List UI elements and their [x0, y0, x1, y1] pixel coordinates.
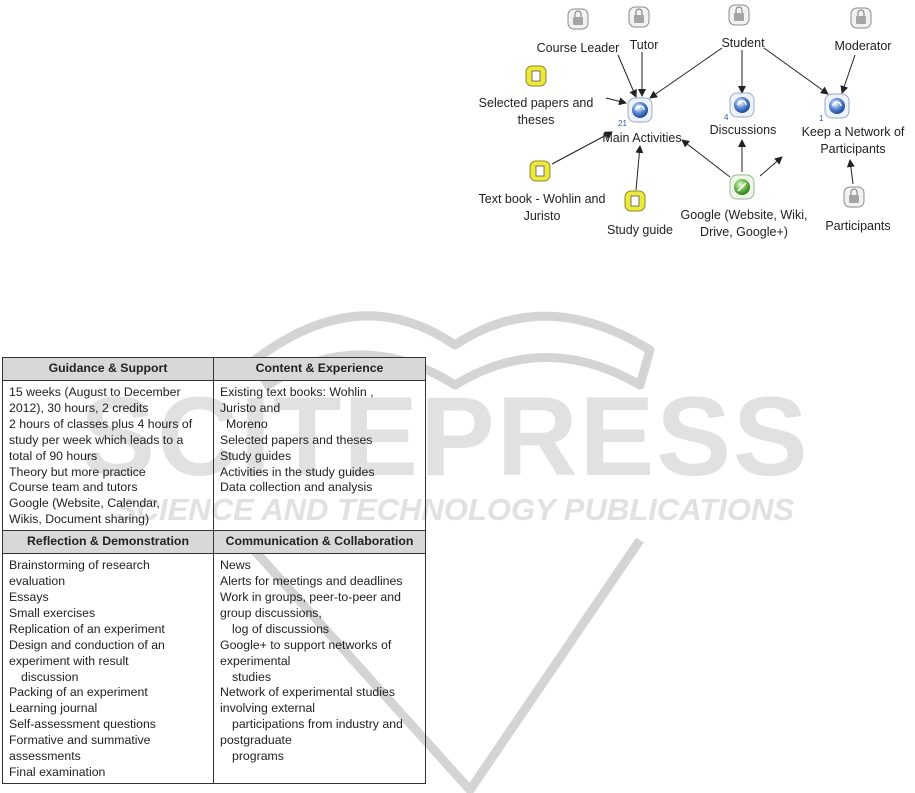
- resource-study-guide-icon: [624, 190, 646, 212]
- edge-course-leader-main: [617, 54, 637, 98]
- list-item: study per week which leads to a: [9, 432, 184, 447]
- list-item: Data collection and analysis: [220, 480, 373, 495]
- list-item: Work in groups, peer-to-peer and: [220, 589, 401, 604]
- list-item: Brainstorming of research: [9, 558, 150, 573]
- table-row: Brainstorming of research evaluation Ess…: [2, 553, 426, 784]
- label-study-guide: Study guide: [607, 223, 673, 237]
- list-item: Essays: [9, 589, 49, 604]
- label-discussions: Discussions: [710, 123, 777, 137]
- edge-studyguide-main: [635, 145, 644, 191]
- activity-main-icon: [627, 97, 653, 123]
- list-item: programs: [232, 749, 284, 764]
- list-item: Self-assessment questions: [9, 717, 156, 732]
- edge-participants-network: [846, 159, 855, 185]
- list-item: News: [220, 558, 251, 573]
- list-item: Google (Website, Calendar,: [9, 496, 160, 511]
- edge-google-main: [681, 139, 731, 178]
- role-participants-icon: [843, 186, 865, 208]
- list-item: Theory but more practice: [9, 464, 146, 479]
- diagram-edges: [551, 47, 856, 191]
- list-item: Alerts for meetings and deadlines: [220, 574, 403, 589]
- list-item: assessments: [9, 749, 81, 764]
- list-item: Packing of an experiment: [9, 685, 148, 700]
- label-keep-network-line1: Keep a Network of: [802, 125, 905, 139]
- cell-guidance-support: 15 weeks (August to December 2012), 30 h…: [2, 379, 214, 532]
- label-google-line1: Google (Website, Wiki,: [681, 208, 808, 222]
- cell-content-experience: Existing text books: Wohlin , Juristo an…: [213, 379, 426, 532]
- list-item: Course team and tutors: [9, 480, 138, 495]
- label-moderator: Moderator: [835, 39, 892, 53]
- header-communication-collaboration: Communication & Collaboration: [213, 530, 426, 555]
- edge-moderator-network: [840, 54, 856, 94]
- list-item: total of 90 hours: [9, 448, 98, 463]
- list-item: studies: [232, 669, 271, 684]
- label-tutor: Tutor: [630, 38, 659, 52]
- label-keep-network-line2: Participants: [820, 142, 885, 156]
- header-reflection-demonstration: Reflection & Demonstration: [2, 530, 214, 555]
- header-guidance-support: Guidance & Support: [2, 357, 214, 381]
- list-item: Small exercises: [9, 605, 96, 620]
- list-item: 2 hours of classes plus 4 hours of: [9, 416, 193, 431]
- role-moderator-icon: [850, 7, 872, 29]
- list-item: Learning journal: [9, 701, 98, 716]
- role-student-icon: [728, 4, 750, 26]
- activity-network-icon: [824, 93, 850, 119]
- course-design-table: Guidance & Support Content & Experience …: [2, 357, 426, 784]
- resource-textbook-icon: [529, 160, 551, 182]
- edge-google-network: [759, 156, 783, 177]
- list-item: Network of experimental studies: [220, 685, 395, 700]
- table-header-row: Reflection & Demonstration Communication…: [2, 530, 426, 555]
- label-student: Student: [721, 36, 765, 50]
- cell-communication-collaboration: News Alerts for meetings and deadlines W…: [213, 553, 426, 784]
- role-tutor-icon: [628, 6, 650, 28]
- label-textbook-line2: Juristo: [524, 209, 561, 223]
- discussions-count: 4: [724, 113, 729, 122]
- list-item: Activities in the study guides: [220, 464, 375, 479]
- label-course-leader: Course Leader: [537, 41, 620, 55]
- list-item: postgraduate: [220, 733, 292, 748]
- role-course-leader-icon: [567, 8, 589, 30]
- edge-papers-main: [605, 97, 627, 106]
- label-main-activities: Main Activities: [602, 131, 681, 145]
- list-item: experimental: [220, 653, 291, 668]
- edge-textbook-main: [551, 131, 613, 165]
- list-item: Selected papers and theses: [220, 432, 373, 447]
- list-item: participations from industry and: [232, 717, 403, 732]
- list-item: 2012), 30 hours, 2 credits: [9, 400, 149, 415]
- list-item: Final examination: [9, 764, 106, 779]
- keep-network-count: 1: [819, 114, 824, 123]
- list-item: Study guides: [220, 448, 292, 463]
- label-google-line2: Drive, Google+): [700, 225, 788, 239]
- list-item: Juristo and: [220, 400, 281, 415]
- header-content-experience: Content & Experience: [213, 357, 426, 381]
- main-activities-count: 21: [618, 119, 627, 128]
- label-textbook-line1: Text book - Wohlin and: [479, 192, 606, 206]
- list-item: Moreno: [226, 416, 268, 431]
- table-header-row: Guidance & Support Content & Experience: [2, 357, 426, 381]
- list-item: Google+ to support networks of: [220, 637, 392, 652]
- table-row: 15 weeks (August to December 2012), 30 h…: [2, 379, 426, 532]
- label-selected-papers-line1: Selected papers and: [479, 96, 594, 110]
- list-item: Wikis, Document sharing): [9, 512, 150, 527]
- tool-google-icon: [729, 174, 755, 200]
- list-item: involving external: [220, 701, 316, 716]
- edge-student-main: [649, 47, 723, 99]
- list-item: group discussions,: [220, 605, 322, 620]
- list-item: Existing text books: Wohlin ,: [220, 385, 374, 399]
- list-item: Design and conduction of an: [9, 637, 165, 652]
- list-item: evaluation: [9, 574, 66, 589]
- edge-student-network: [763, 47, 829, 95]
- list-item: experiment with result: [9, 653, 129, 668]
- list-item: Formative and summative: [9, 733, 151, 748]
- label-participants: Participants: [825, 219, 890, 233]
- list-item: Replication of an experiment: [9, 621, 165, 636]
- label-selected-papers-line2: theses: [518, 113, 555, 127]
- cell-reflection-demonstration: Brainstorming of research evaluation Ess…: [2, 553, 214, 784]
- activity-network-diagram: 21 4 1 Course Leader Tutor Student Moder…: [479, 4, 905, 239]
- activity-discussions-icon: [729, 92, 755, 118]
- list-item: 15 weeks (August to December: [9, 385, 181, 399]
- resource-selected-papers-icon: [525, 65, 547, 87]
- list-item: log of discussions: [232, 621, 330, 636]
- list-item: discussion: [21, 669, 79, 684]
